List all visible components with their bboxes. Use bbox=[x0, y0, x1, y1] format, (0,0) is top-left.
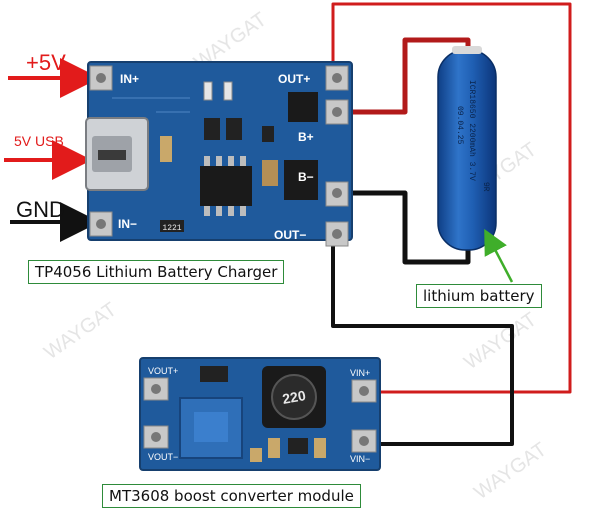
tp4056-board bbox=[85, 61, 353, 247]
pin-label-vout-minus: VOUT− bbox=[148, 452, 179, 462]
battery-title-label: lithium battery bbox=[416, 284, 542, 308]
pin-label-b-minus: B− bbox=[298, 170, 314, 184]
black-wire-bminus-battery bbox=[340, 190, 471, 265]
gnd-label: GND bbox=[16, 197, 65, 222]
tp4056-title-label: TP4056 Lithium Battery Charger bbox=[28, 260, 285, 284]
red-wire-bplus-battery bbox=[343, 37, 471, 115]
pin-label-in-minus: IN− bbox=[118, 217, 138, 231]
tp4056-chip bbox=[200, 166, 252, 206]
pin-label-out-plus: OUT+ bbox=[278, 72, 311, 86]
mt3608-board bbox=[139, 357, 381, 471]
watermark: WAYGAT bbox=[470, 438, 551, 504]
pin-label-out-minus: OUT− bbox=[274, 228, 307, 242]
protection-chip bbox=[288, 92, 318, 122]
pin-label-b-plus: B+ bbox=[298, 130, 314, 144]
pin-label-vin-minus: VIN− bbox=[350, 454, 371, 464]
watermark: WAYGAT bbox=[40, 298, 121, 364]
pin-label-vout-plus: VOUT+ bbox=[148, 366, 179, 376]
battery-print-3: 9R bbox=[481, 182, 490, 192]
pin-label-vin-plus: VIN+ bbox=[350, 368, 371, 378]
mosfet-chip bbox=[284, 160, 318, 200]
mt3608-title-label: MT3608 boost converter module bbox=[102, 484, 361, 508]
battery-label-arrow bbox=[484, 228, 514, 283]
usb-label: 5V USB bbox=[14, 133, 64, 149]
tp4056-silk-code: 1221 bbox=[162, 224, 181, 233]
battery-cell bbox=[437, 46, 497, 251]
battery-print: ICR18650 2200mAh 3.7V bbox=[467, 80, 476, 181]
inductor-marking: 220 bbox=[281, 387, 307, 407]
watermark: WAYGAT bbox=[460, 308, 541, 374]
pin-label-in-plus: IN+ bbox=[120, 72, 140, 86]
battery-print-2: 09.04.25 bbox=[455, 106, 464, 145]
plus5v-label: +5V bbox=[26, 50, 66, 75]
